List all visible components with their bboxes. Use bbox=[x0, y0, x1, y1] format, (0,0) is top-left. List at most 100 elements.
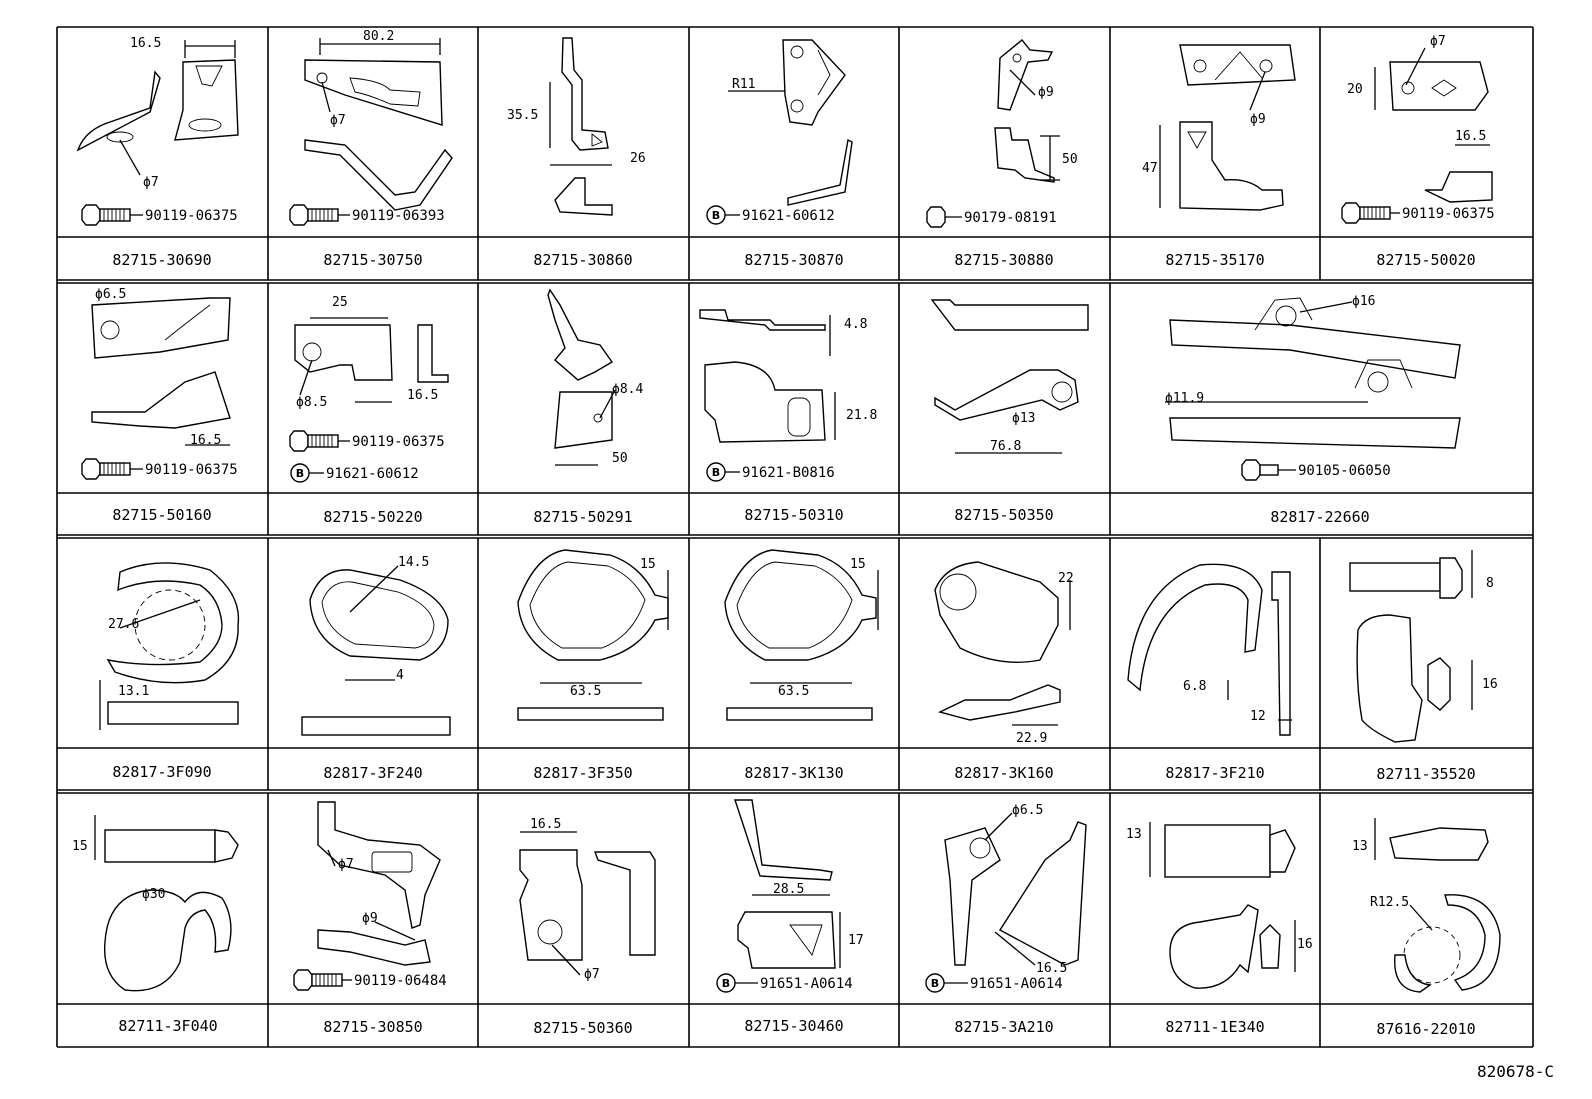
dimension-label: 22 bbox=[1058, 571, 1074, 586]
fastener-part-number: 91621-60612 bbox=[742, 208, 835, 224]
dimension-label: 16.5 bbox=[1036, 961, 1067, 976]
dimension-label: 50 bbox=[1062, 152, 1078, 167]
fastener-part-number: 91621-60612 bbox=[326, 466, 419, 482]
part-drawing-82817-3F350: 15 63.5 bbox=[517, 549, 669, 721]
dimension-label: 16 bbox=[1297, 937, 1313, 952]
dimension-label: 16.5 bbox=[407, 388, 438, 403]
part-number-label: 82715-30880 bbox=[954, 251, 1053, 269]
part-number-label: 82817-3F240 bbox=[323, 764, 422, 782]
flange-bolt-icon bbox=[1241, 459, 1261, 481]
dimension-label: 16.5 bbox=[190, 433, 221, 448]
fastener-part-number: 90119-06375 bbox=[352, 434, 445, 450]
part-number-label: 82715-3A210 bbox=[954, 1018, 1053, 1036]
dimension-label: 80.2 bbox=[363, 29, 394, 44]
part-number-label: 87616-22010 bbox=[1376, 1020, 1475, 1038]
fastener-callout: B 91651-A0614 bbox=[925, 973, 1063, 993]
dimension-label: R12.5 bbox=[1370, 895, 1409, 910]
part-number-label: 82711-1E340 bbox=[1165, 1018, 1264, 1036]
part-number-label: 82715-30460 bbox=[744, 1017, 843, 1035]
dimension-label: ϕ7 bbox=[338, 857, 354, 872]
part-drawing-82715-50310: 4.8 21.8 bbox=[699, 309, 877, 443]
part-drawing-82715-50160: ϕ6.5 16.5 bbox=[91, 287, 231, 448]
fastener-part-number: 90119-06375 bbox=[145, 462, 238, 478]
part-drawing-82715-30870: R11 bbox=[728, 39, 853, 206]
dimension-label: 28.5 bbox=[773, 882, 804, 897]
dimension-label: ϕ7 bbox=[143, 175, 159, 190]
fastener-callout: 90119-06375 bbox=[81, 204, 238, 226]
dimension-label: 16.5 bbox=[1455, 129, 1486, 144]
part-number-label: 82715-50360 bbox=[533, 1019, 632, 1037]
part-number-label: 82715-30860 bbox=[533, 251, 632, 269]
dimension-label: ϕ6.5 bbox=[1012, 803, 1043, 818]
fastener-part-number: 91651-A0614 bbox=[970, 976, 1063, 992]
dimension-label: 15 bbox=[850, 557, 866, 572]
part-drawing-82817-3F240: 14.5 4 bbox=[301, 555, 451, 736]
part-drawing-82715-30690: 16.5 ϕ7 bbox=[76, 36, 239, 190]
dimension-label: ϕ7 bbox=[1430, 34, 1446, 49]
bolt-icon bbox=[293, 969, 343, 991]
dimension-label: 12 bbox=[1250, 709, 1266, 724]
part-drawing-82715-50350: ϕ13 76.8 bbox=[930, 299, 1089, 454]
dimension-label: 15 bbox=[640, 557, 656, 572]
fastener-part-number: 90119-06393 bbox=[352, 208, 445, 224]
part-number-label: 82715-30870 bbox=[744, 251, 843, 269]
bolt-icon bbox=[289, 430, 339, 452]
part-number-label: 82817-3K160 bbox=[954, 764, 1053, 782]
fastener-part-number: 90105-06050 bbox=[1298, 463, 1391, 479]
dimension-label: 4 bbox=[396, 668, 404, 683]
part-drawing-82715-50360: 16.5 ϕ7 bbox=[519, 817, 656, 982]
dimension-label: ϕ8.4 bbox=[612, 382, 643, 397]
part-number-label: 82711-35520 bbox=[1376, 765, 1475, 783]
fastener-callout: 90179-08191 bbox=[926, 206, 1057, 228]
dimension-label: ϕ6.5 bbox=[95, 287, 126, 302]
part-drawing-87616-22010: 13 R12.5 bbox=[1352, 818, 1501, 993]
part-drawing-82711-35520: 8 16 bbox=[1349, 550, 1498, 743]
part-drawing-82817-3F210: 6.8 12 bbox=[1127, 563, 1292, 736]
dimension-label: 4.8 bbox=[844, 317, 867, 332]
part-number-label: 82817-3F210 bbox=[1165, 764, 1264, 782]
dimension-label: ϕ8.5 bbox=[296, 395, 327, 410]
fastener-callout: B 91621-B0816 bbox=[706, 462, 835, 482]
dimension-label: 6.8 bbox=[1183, 679, 1206, 694]
dimension-label: 27.6 bbox=[108, 617, 139, 632]
dimension-label: 15 bbox=[72, 839, 88, 854]
fastener-part-number: 91651-A0614 bbox=[760, 976, 853, 992]
part-drawing-82715-50291: ϕ8.4 50 bbox=[547, 288, 643, 466]
part-number-label: 82715-35170 bbox=[1165, 251, 1264, 269]
nut-icon bbox=[926, 206, 946, 228]
b-circle-label: B bbox=[931, 977, 939, 990]
dimension-label: 63.5 bbox=[570, 684, 601, 699]
part-drawing-82817-3F090: 27.6 13.1 bbox=[99, 562, 240, 730]
part-drawing-82715-50220: 25 ϕ8.5 16.5 bbox=[294, 295, 449, 410]
dimension-label: ϕ16 bbox=[1352, 294, 1375, 309]
fastener-part-number: 91621-B0816 bbox=[742, 465, 835, 481]
fastener-callout: B 91621-60612 bbox=[706, 205, 835, 225]
part-drawing-82715-30880: ϕ9 50 bbox=[994, 39, 1078, 183]
part-number-label: 82715-50350 bbox=[954, 506, 1053, 524]
part-drawing-82711-3F040: 15 ϕ30 bbox=[72, 815, 239, 992]
part-drawing-82715-30860: 35.5 26 bbox=[507, 37, 646, 216]
part-drawing-82715-30750: 80.2 ϕ7 bbox=[304, 29, 453, 211]
part-drawing-82817-22660: ϕ16 ϕ11.9 bbox=[1165, 294, 1461, 449]
part-drawing-82817-3K160: 22 22.9 bbox=[934, 561, 1074, 746]
dimension-label: 47 bbox=[1142, 161, 1158, 176]
fastener-callout: 90119-06393 bbox=[289, 204, 445, 226]
part-number-label: 82711-3F040 bbox=[118, 1017, 217, 1035]
dimension-label: ϕ13 bbox=[1012, 411, 1035, 426]
dimension-label: ϕ9 bbox=[362, 911, 378, 926]
fastener-callout: B 91651-A0614 bbox=[716, 973, 853, 993]
b-circle-label: B bbox=[712, 209, 720, 222]
dimension-label: R11 bbox=[732, 77, 755, 92]
part-number-labels: 82715-30690 82715-30750 82715-30860 8271… bbox=[112, 251, 1475, 1038]
part-drawing-82715-50020: 20 ϕ7 16.5 bbox=[1347, 34, 1493, 203]
dimension-label: 63.5 bbox=[778, 684, 809, 699]
part-number-label: 82715-30690 bbox=[112, 251, 211, 269]
dimension-label: ϕ7 bbox=[330, 113, 346, 128]
part-number-label: 82715-50310 bbox=[744, 506, 843, 524]
grid-lines bbox=[56, 26, 1534, 1048]
bolt-icon bbox=[81, 458, 131, 480]
part-drawing-82715-30460: 28.5 17 bbox=[734, 799, 864, 969]
fastener-callout: 90119-06484 bbox=[293, 969, 447, 991]
dimension-label: 14.5 bbox=[398, 555, 429, 570]
